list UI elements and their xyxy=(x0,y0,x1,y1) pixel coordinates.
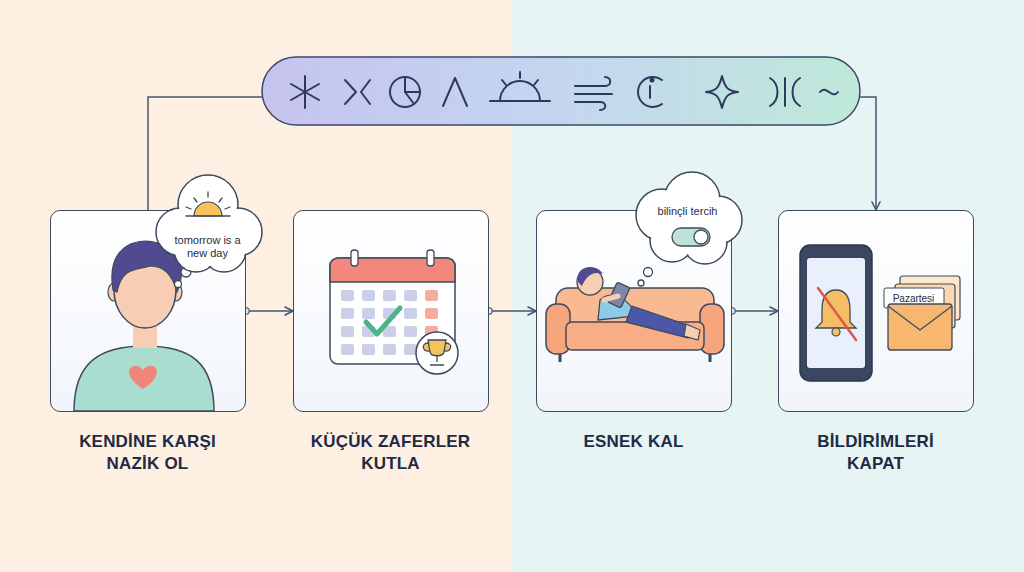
icon-bar xyxy=(490,72,550,101)
sofa-illustration xyxy=(560,354,710,362)
calendar-illustration xyxy=(341,326,354,337)
icon-bar xyxy=(651,79,654,82)
phone-illustration xyxy=(800,245,872,381)
calendar-illustration xyxy=(423,340,450,365)
envelope-stack xyxy=(884,276,960,350)
flow-arrow xyxy=(489,310,536,312)
calendar-illustration xyxy=(416,332,458,374)
icon-bar xyxy=(291,72,838,110)
phone-illustration xyxy=(816,290,856,328)
calendar-illustration xyxy=(425,290,438,301)
calendar-illustration xyxy=(383,290,396,301)
envelope-stack xyxy=(888,306,952,330)
icon-bar xyxy=(291,76,319,108)
thought-bubble xyxy=(203,229,245,271)
sofa-illustration xyxy=(578,267,603,286)
illustration-caption: tomorrow is a new day xyxy=(171,234,245,260)
flow-arrow xyxy=(732,310,778,312)
calendar-illustration xyxy=(404,308,417,319)
sofa-illustration xyxy=(546,267,724,362)
step-title: KENDİNE KARŞI NAZİK OL xyxy=(59,431,237,475)
thought-bubble xyxy=(157,176,261,271)
thought-bubble xyxy=(636,172,742,286)
calendar-illustration xyxy=(330,250,458,374)
thought-bubble xyxy=(637,173,741,263)
sofa-illustration xyxy=(604,296,618,300)
thought-bubble xyxy=(194,202,222,216)
icon-bar xyxy=(770,78,800,106)
calendar-illustration xyxy=(330,258,455,364)
calendar-illustration xyxy=(341,308,354,319)
thought-bubble xyxy=(644,268,653,277)
step-title: KÜÇÜK ZAFERLER KUTLA xyxy=(302,431,480,475)
calendar-illustration xyxy=(341,290,354,301)
icon-bar xyxy=(262,57,860,125)
icon-bar xyxy=(390,77,420,107)
icon-bar xyxy=(405,77,420,92)
thought-bubble xyxy=(638,280,644,286)
icon-bar xyxy=(443,78,467,106)
icon-bar xyxy=(575,77,612,110)
calendar-illustration xyxy=(383,344,396,355)
person-illustration xyxy=(129,366,157,389)
icon-bar xyxy=(706,76,738,108)
thought-bubble xyxy=(654,198,726,246)
thought-bubble xyxy=(156,175,262,272)
icon-bar xyxy=(405,92,414,104)
calendar-illustration xyxy=(404,344,417,355)
calendar-illustration xyxy=(366,308,400,334)
calendar-illustration xyxy=(425,308,438,319)
thought-bubble xyxy=(672,228,710,246)
calendar-illustration xyxy=(330,258,455,282)
envelope-stack xyxy=(888,304,952,350)
icon-bar xyxy=(345,80,370,104)
icon-bar xyxy=(638,77,662,107)
icon-bar xyxy=(820,90,838,95)
calendar-illustration xyxy=(362,308,375,319)
phone-illustration xyxy=(800,245,872,381)
person-illustration xyxy=(74,346,214,411)
illustration-caption: bilinçli tercih xyxy=(640,205,736,218)
phone-illustration xyxy=(807,258,865,368)
icon-bar xyxy=(262,57,860,125)
flow-arrow xyxy=(246,310,293,312)
calendar-illustration xyxy=(351,250,358,266)
calendar-illustration xyxy=(362,290,375,301)
phone-illustration xyxy=(832,328,840,336)
calendar-illustration xyxy=(362,344,375,355)
phone-illustration xyxy=(818,288,856,340)
person-illustration xyxy=(175,281,182,288)
calendar-illustration xyxy=(427,250,434,266)
thought-bubble xyxy=(694,230,708,244)
thought-bubble xyxy=(636,172,742,264)
thought-bubble xyxy=(156,175,262,272)
step-title: ESNEK KAL xyxy=(545,431,723,453)
calendar-illustration xyxy=(404,326,417,337)
thought-bubble xyxy=(186,192,230,216)
illustration-caption: Pazartesi xyxy=(886,292,942,305)
calendar-illustration xyxy=(341,344,354,355)
step-title: BİLDİRİMLERİ KAPAT xyxy=(787,431,965,475)
sofa-illustration xyxy=(626,306,690,338)
calendar-illustration xyxy=(404,290,417,301)
sofa-illustration xyxy=(684,324,700,340)
